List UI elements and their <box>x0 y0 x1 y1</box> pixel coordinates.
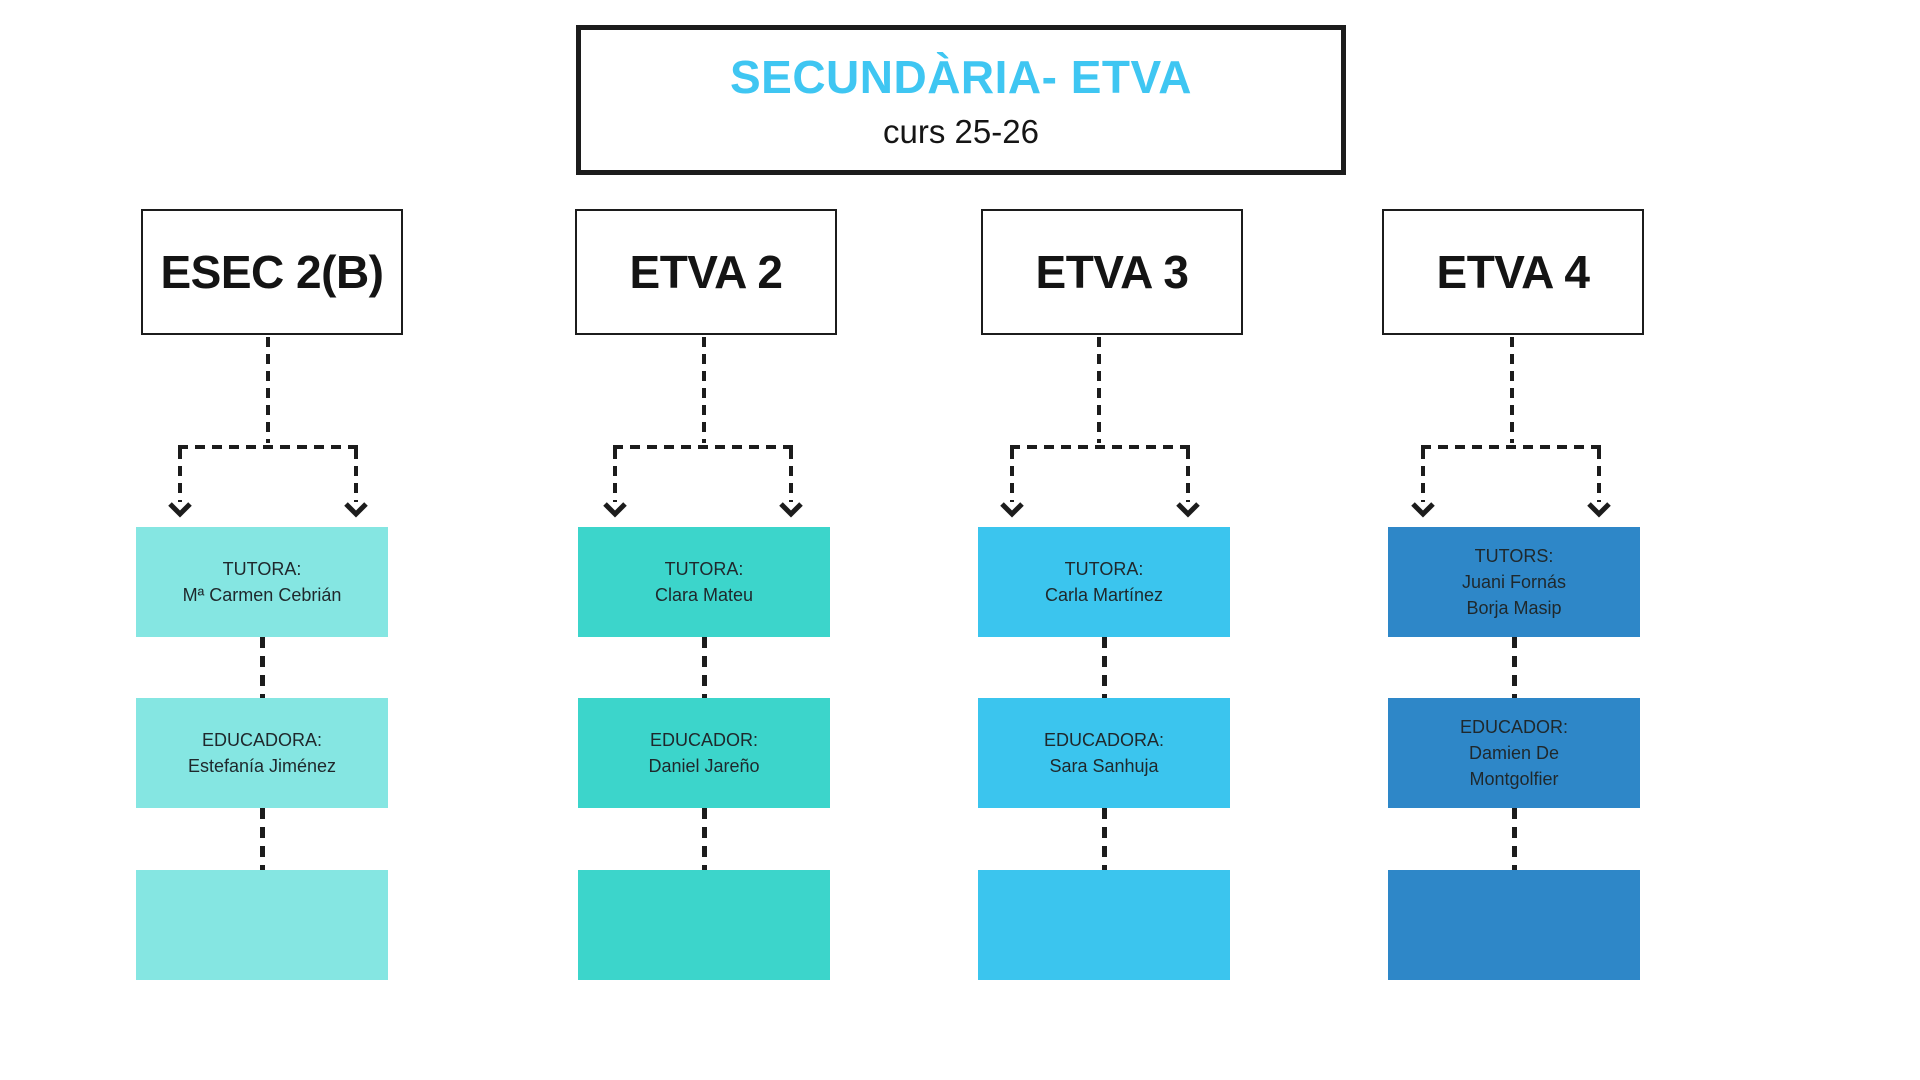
connector-link <box>1512 808 1517 870</box>
connector-bar <box>613 445 793 449</box>
person-name: Damien De <box>1468 743 1560 763</box>
role-box-tutors: TUTORS: Juani Fornás Borja Masip <box>1388 527 1640 637</box>
role-box-educator: EDUCADORA: Sara Sanhuja <box>978 698 1230 808</box>
arrow-down-icon <box>779 502 803 518</box>
title-box: SECUNDÀRIA- ETVA curs 25-26 <box>576 25 1346 175</box>
connector-stem <box>1510 337 1514 443</box>
connector-link <box>702 808 707 870</box>
role-label: TUTORA: <box>1064 559 1144 579</box>
person-name: Estefanía Jiménez <box>187 756 337 776</box>
role-box-tutor: TUTORA: Clara Mateu <box>578 527 830 637</box>
person-name: Clara Mateu <box>654 585 754 605</box>
arrow-down-icon <box>168 502 192 518</box>
role-box-tutor: TUTORA: Mª Carmen Cebrián <box>136 527 388 637</box>
empty-box <box>136 870 388 980</box>
role-box-tutor: TUTORA: Carla Martínez <box>978 527 1230 637</box>
chart-subtitle: curs 25-26 <box>883 112 1039 150</box>
empty-box <box>578 870 830 980</box>
role-label: TUTORA: <box>664 559 744 579</box>
role-label: EDUCADORA: <box>1043 730 1164 750</box>
arrow-down-icon <box>344 502 368 518</box>
connector-link <box>1102 637 1107 698</box>
arrow-down-icon <box>1000 502 1024 518</box>
role-box-educator: EDUCADOR: Daniel Jareño <box>578 698 830 808</box>
person-name: Borja Masip <box>1466 598 1562 618</box>
column-header-label: ETVA 4 <box>1436 246 1590 298</box>
connector-link <box>260 637 265 698</box>
connector-branch-right <box>354 449 358 502</box>
connector-branch-left <box>178 449 182 502</box>
column-header-etva-3: ETVA 3 <box>981 209 1243 335</box>
role-label: EDUCADOR: <box>649 730 758 750</box>
connector-branch-right <box>789 449 793 502</box>
empty-box <box>1388 870 1640 980</box>
person-name: Mª Carmen Cebrián <box>182 585 342 605</box>
arrow-down-icon <box>603 502 627 518</box>
chart-title: SECUNDÀRIA- ETVA <box>729 50 1193 103</box>
connector-branch-right <box>1186 449 1190 502</box>
connector-branch-left <box>1010 449 1014 502</box>
connector-bar <box>1010 445 1190 449</box>
column-header-label: ETVA 3 <box>1035 246 1189 298</box>
person-name: Daniel Jareño <box>648 756 760 776</box>
person-name: Sara Sanhuja <box>1049 756 1159 776</box>
column-header-etva-2: ETVA 2 <box>575 209 837 335</box>
connector-bar <box>1421 445 1601 449</box>
arrow-down-icon <box>1587 502 1611 518</box>
connector-stem <box>266 337 270 443</box>
connector-stem <box>1097 337 1101 443</box>
connector-link <box>702 637 707 698</box>
connector-branch-left <box>1421 449 1425 502</box>
column-header-etva-4: ETVA 4 <box>1382 209 1644 335</box>
connector-link <box>1512 637 1517 698</box>
role-label: EDUCADOR: <box>1459 717 1568 737</box>
role-label: TUTORS: <box>1474 546 1554 566</box>
connector-stem <box>702 337 706 443</box>
column-header-label: ETVA 2 <box>629 246 783 298</box>
connector-bar <box>178 445 358 449</box>
role-label: EDUCADORA: <box>201 730 322 750</box>
column-header-label: ESEC 2(B) <box>160 246 384 298</box>
role-label: TUTORA: <box>222 559 302 579</box>
connector-branch-left <box>613 449 617 502</box>
column-header-esec-2b: ESEC 2(B) <box>141 209 403 335</box>
person-name: Montgolfier <box>1469 769 1559 789</box>
connector-link <box>260 808 265 870</box>
person-name: Carla Martínez <box>1044 585 1164 605</box>
role-box-educator: EDUCADOR: Damien De Montgolfier <box>1388 698 1640 808</box>
empty-box <box>978 870 1230 980</box>
connector-branch-right <box>1597 449 1601 502</box>
role-box-educator: EDUCADORA: Estefanía Jiménez <box>136 698 388 808</box>
arrow-down-icon <box>1176 502 1200 518</box>
person-name: Juani Fornás <box>1461 572 1567 592</box>
arrow-down-icon <box>1411 502 1435 518</box>
connector-link <box>1102 808 1107 870</box>
